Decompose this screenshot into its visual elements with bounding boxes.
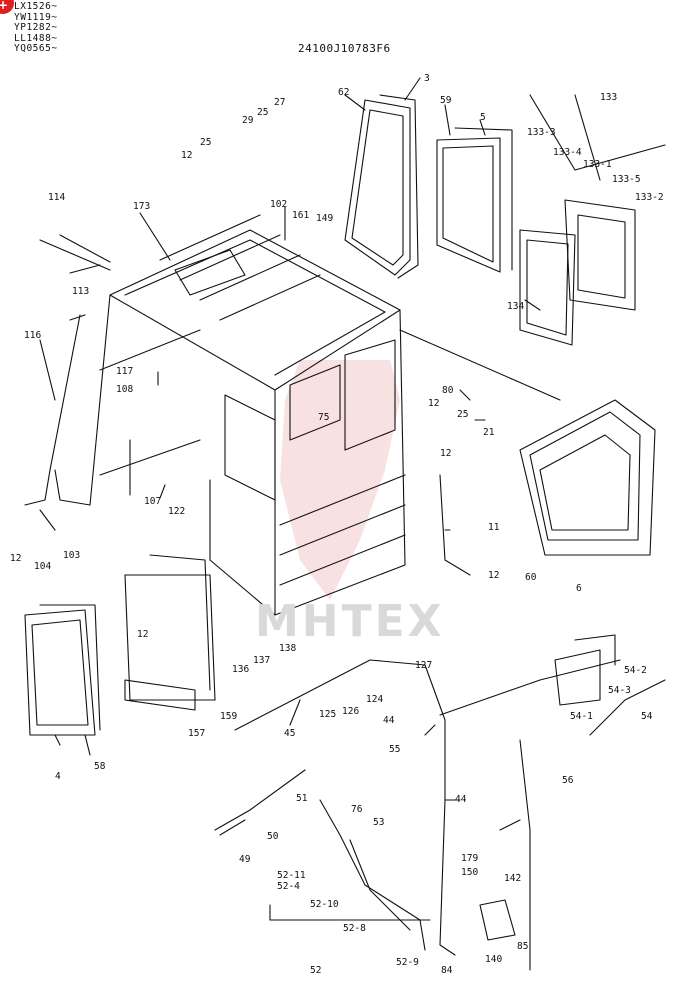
callout-label: 45 <box>284 728 296 739</box>
callout-label: 84 <box>441 965 453 976</box>
callout-label: 55 <box>389 744 401 755</box>
callout-label: 6 <box>576 583 582 594</box>
callout-label: 161 <box>292 210 310 221</box>
callout-label: 157 <box>188 728 206 739</box>
callout-label: 107 <box>144 496 162 507</box>
callout-label: 149 <box>316 213 334 224</box>
callout-label: 75 <box>318 412 330 423</box>
callout-label: 133-3 <box>527 127 556 138</box>
callout-label: 62 <box>338 87 350 98</box>
callout-label: 142 <box>504 873 522 884</box>
callout-label: 12 <box>137 629 149 640</box>
watermark-logo-icon <box>280 360 400 600</box>
callout-label: 58 <box>94 761 106 772</box>
callout-label: 127 <box>415 660 433 671</box>
callout-label: 134 <box>507 301 525 312</box>
callout-label: 150 <box>461 867 479 878</box>
callout-label: 52-8 <box>343 923 366 934</box>
callout-label: 103 <box>63 550 81 561</box>
serial-number: YW1119~ <box>14 11 58 23</box>
callout-label: 137 <box>253 655 271 666</box>
callout-label: 52-9 <box>396 957 419 968</box>
callout-label: 49 <box>239 854 251 865</box>
callout-label: 25 <box>457 409 469 420</box>
callout-label: 54-2 <box>624 665 647 676</box>
callout-label: 76 <box>351 804 363 815</box>
callout-label: 12 <box>440 448 452 459</box>
callout-label: 25 <box>200 137 212 148</box>
callout-label: 140 <box>485 954 503 965</box>
serial-number: LL1488~ <box>14 32 58 44</box>
callout-label: 85 <box>517 941 529 952</box>
callout-label: 52 <box>310 965 322 976</box>
callout-label: 117 <box>116 366 134 377</box>
callout-label: 114 <box>48 192 66 203</box>
callout-label: 52-10 <box>310 899 339 910</box>
callout-label: 50 <box>267 831 279 842</box>
callout-label: 80 <box>442 385 454 396</box>
watermark-text: MHTEX <box>255 596 445 647</box>
callout-label: 125 <box>319 709 337 720</box>
callout-label: 29 <box>242 115 254 126</box>
serial-number-list: LX1526~ YW1119~ YP1282~ LL1488~ YQ0565~ <box>14 1 58 55</box>
callout-label: 60 <box>525 572 537 583</box>
callout-label: 54 <box>641 711 653 722</box>
callout-label: 138 <box>279 643 297 654</box>
callout-label: 136 <box>232 664 250 675</box>
callout-label: 12 <box>181 150 193 161</box>
callout-label: 27 <box>274 97 286 108</box>
callout-label: 12 <box>488 570 500 581</box>
callout-label: 3 <box>424 73 430 84</box>
callout-label: 133-5 <box>612 174 641 185</box>
callout-label: 52-11 <box>277 870 306 881</box>
callout-label: 5 <box>480 112 486 123</box>
callout-label: 12 <box>428 398 440 409</box>
callout-label: 159 <box>220 711 238 722</box>
callout-label: 59 <box>440 95 452 106</box>
callout-label: 122 <box>168 506 186 517</box>
callout-label: 133 <box>600 92 618 103</box>
callout-label: 108 <box>116 384 134 395</box>
callout-label: 4 <box>55 771 61 782</box>
callout-label: 126 <box>342 706 360 717</box>
callout-label: 116 <box>24 330 42 341</box>
serial-number: YP1282~ <box>14 22 58 33</box>
callout-label: 25 <box>257 107 269 118</box>
callout-label: 54-1 <box>570 711 593 722</box>
add-badge-icon[interactable]: + <box>0 0 14 14</box>
callout-label: 53 <box>373 817 385 828</box>
callout-label: 113 <box>72 286 90 297</box>
callout-label: 12 <box>10 553 22 564</box>
serial-number: YQ0565~ <box>14 43 58 54</box>
callout-label: 11 <box>488 522 500 533</box>
serial-number: LX1526~ <box>14 1 58 12</box>
callout-label: 102 <box>270 199 288 210</box>
callout-label: 44 <box>455 794 467 805</box>
callout-label: 44 <box>383 715 395 726</box>
document-number: 24100J10783F6 <box>298 42 391 55</box>
callout-label: 54-3 <box>608 685 631 696</box>
callout-label: 56 <box>562 775 574 786</box>
callout-label: 124 <box>366 694 384 705</box>
callout-label: 173 <box>133 201 151 212</box>
callout-label: 133-1 <box>583 159 612 170</box>
callout-label: 21 <box>483 427 495 438</box>
callout-label: 133-4 <box>553 147 582 158</box>
callout-label: 179 <box>461 853 479 864</box>
callout-label: 52-4 <box>277 881 300 892</box>
callout-label: 133-2 <box>635 192 664 203</box>
callout-label: 104 <box>34 561 52 572</box>
callout-label: 51 <box>296 793 308 804</box>
